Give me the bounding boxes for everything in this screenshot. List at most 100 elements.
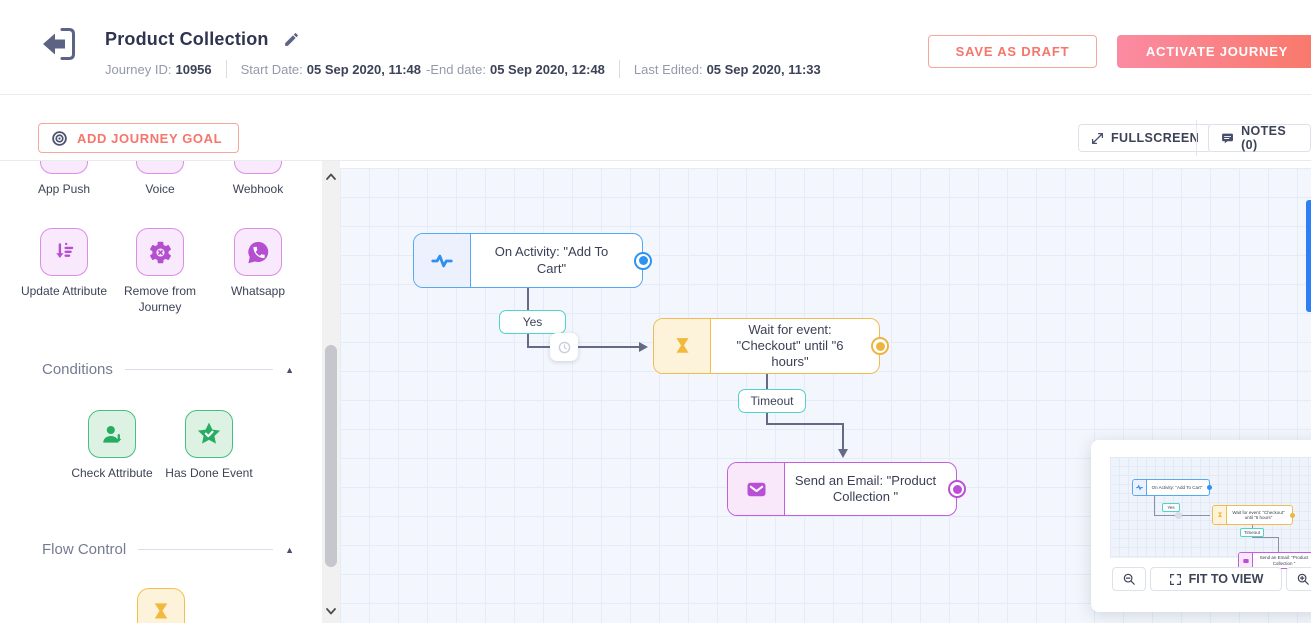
fullscreen-icon	[1091, 132, 1104, 144]
has-done-event-icon	[197, 422, 221, 444]
palette-label-has-done-event: Has Done Event	[165, 466, 253, 480]
add-journey-goal-label: ADD JOURNEY GOAL	[77, 130, 223, 146]
palette-item-remove-from-journey[interactable]	[136, 228, 184, 276]
edge-delay-clock-badge[interactable]	[550, 333, 578, 361]
palette-label-app-push: App Push	[37, 182, 91, 196]
canvas-vertical-scrollbar[interactable]	[1306, 200, 1311, 312]
fit-to-view-label: FIT TO VIEW	[1188, 572, 1264, 586]
zoom-out-icon	[1123, 573, 1135, 585]
minimap-node-label: Send an Email: "Product Collection "	[1259, 555, 1309, 566]
palette-item-app-push[interactable]	[40, 161, 88, 174]
edge-timeout-horizontal	[766, 423, 844, 425]
email-icon	[747, 482, 765, 496]
edge-yes-horizontal	[527, 346, 639, 348]
section-flow-control-title: Flow Control	[42, 541, 127, 558]
minimap-edge	[1154, 496, 1155, 516]
back-arrow-icon	[43, 28, 75, 60]
minimap-edge	[1278, 537, 1279, 552]
edge-label-timeout[interactable]: Timeout	[738, 389, 806, 413]
add-journey-goal-button[interactable]: ADD JOURNEY GOAL	[38, 123, 240, 153]
hourglass-icon	[154, 603, 168, 619]
palette-label-check-attribute: Check Attribute	[71, 466, 153, 480]
node-label: Send an Email: "Product Collection "	[794, 472, 937, 504]
edge-timeout-arrowhead	[838, 449, 848, 458]
update-attribute-icon	[56, 242, 74, 258]
minimap-node-trigger: On Activity: "Add To Cart"	[1132, 479, 1212, 496]
palette-item-check-attribute[interactable]	[88, 410, 136, 458]
activate-journey-button[interactable]: ACTIVATE JOURNEY	[1117, 35, 1311, 68]
node-icon-cell	[654, 319, 711, 373]
palette-item-wait-hourglass[interactable]	[137, 588, 185, 623]
zoom-out-button[interactable]	[1112, 567, 1146, 591]
edge-label-yes[interactable]: Yes	[499, 310, 566, 334]
clock-icon	[558, 341, 570, 353]
palette-item-whatsapp[interactable]	[234, 228, 282, 276]
edit-title-icon[interactable]	[283, 31, 300, 48]
node-wait-for-event[interactable]: Wait for event: "Checkout" until "6 hour…	[653, 318, 889, 374]
fit-to-view-button[interactable]: FIT TO VIEW	[1150, 567, 1282, 591]
node-trigger-on-activity[interactable]: On Activity: "Add To Cart"	[413, 233, 652, 288]
meta-divider	[618, 60, 620, 78]
minimap-edge	[1154, 515, 1210, 516]
minimap-node-label: On Activity: "Add To Cart"	[1151, 484, 1203, 490]
journey-id-value: 10956	[175, 61, 212, 77]
check-attribute-icon	[102, 425, 121, 443]
palette-label-webhook: Webhook	[232, 182, 284, 196]
activity-pulse-icon	[431, 254, 453, 267]
whatsapp-icon	[247, 241, 268, 263]
page-title: Product Collection	[105, 29, 269, 49]
palette-item-update-attribute[interactable]	[40, 228, 88, 276]
notes-label: NOTES (0)	[1241, 124, 1287, 152]
zoom-in-button[interactable]	[1286, 567, 1311, 591]
section-conditions[interactable]: Conditions ▲	[42, 361, 294, 378]
journey-id-label: Journey ID:	[105, 61, 172, 77]
node-output-port[interactable]	[871, 337, 889, 355]
scroll-up-arrow[interactable]	[325, 170, 337, 182]
scroll-down-arrow[interactable]	[325, 605, 337, 617]
minimap-edge-label-timeout: Timeout	[1240, 528, 1264, 537]
hourglass-icon	[675, 337, 689, 353]
notes-button[interactable]: NOTES (0)	[1208, 124, 1311, 152]
remove-from-journey-icon	[149, 241, 171, 263]
start-date-label: Start Date:	[240, 61, 303, 77]
notes-chat-icon	[1222, 133, 1233, 143]
palette-item-webhook[interactable]	[234, 161, 282, 174]
end-date-value: 05 Sep 2020, 12:48	[489, 61, 605, 77]
end-date-label: -End date:	[425, 61, 486, 77]
node-label: On Activity: "Add To Cart"	[494, 244, 609, 276]
last-edited-value: 05 Sep 2020, 11:33	[706, 61, 821, 77]
journey-meta: Journey ID: 10956 Start Date: 05 Sep 202…	[105, 60, 821, 78]
section-flow-control[interactable]: Flow Control ▲	[42, 541, 294, 558]
node-output-port[interactable]	[634, 251, 652, 270]
minimap-edge	[1252, 537, 1279, 538]
section-conditions-title: Conditions	[42, 361, 113, 378]
minimap-view[interactable]: On Activity: "Add To Cart" Yes Wait for …	[1110, 457, 1311, 569]
minimap-panel: On Activity: "Add To Cart" Yes Wait for …	[1091, 440, 1311, 612]
minimap-edge-label-yes: Yes	[1162, 503, 1180, 512]
palette-label-whatsapp: Whatsapp	[230, 284, 286, 298]
collapse-triangle-icon[interactable]: ▲	[285, 544, 294, 555]
node-palette-sidebar: App Push Voice Webhook Update Attribute …	[0, 161, 322, 623]
start-date-value: 05 Sep 2020, 11:48	[306, 61, 421, 77]
meta-divider	[225, 60, 227, 78]
edge-yes-arrowhead	[639, 342, 648, 352]
edge-timeout-vertical2	[842, 423, 844, 450]
section-divider	[138, 549, 274, 550]
node-output-port[interactable]	[948, 480, 966, 498]
save-as-draft-button[interactable]: SAVE AS DRAFT	[928, 35, 1097, 68]
palette-item-voice[interactable]	[136, 161, 184, 174]
collapse-triangle-icon[interactable]: ▲	[285, 364, 294, 375]
toolbar-divider	[1196, 120, 1197, 156]
scrollbar-thumb[interactable]	[325, 345, 337, 567]
goal-toolbar: ADD JOURNEY GOAL FULLSCREEN NOTES (0)	[0, 96, 1311, 161]
fullscreen-label: FULLSCREEN	[1111, 131, 1200, 145]
palette-item-has-done-event[interactable]	[185, 410, 233, 458]
fullscreen-button[interactable]: FULLSCREEN	[1078, 124, 1213, 152]
journey-canvas[interactable]: Yes Timeout On Activity: "Add To Cart"	[340, 168, 1311, 623]
back-button[interactable]	[40, 25, 76, 63]
node-send-email[interactable]: Send an Email: "Product Collection "	[727, 462, 966, 516]
sidebar-scrollbar	[322, 161, 340, 623]
palette-label-update-attribute: Update Attribute	[20, 284, 108, 298]
node-icon-cell	[414, 234, 471, 287]
